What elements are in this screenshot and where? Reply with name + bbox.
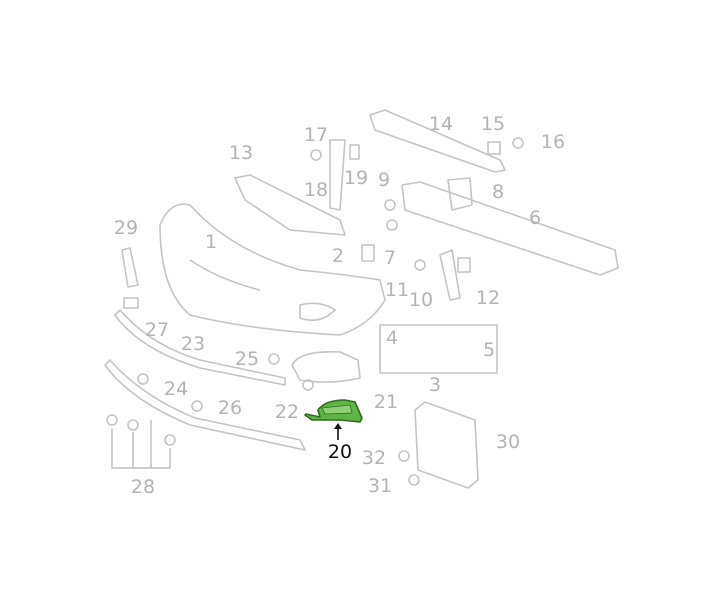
part-28-fastener-c[interactable]: [164, 434, 176, 446]
label-1: 1: [205, 231, 217, 253]
label-13: 13: [229, 142, 253, 164]
part-10-bracket[interactable]: [439, 249, 461, 301]
part-28-fastener-a[interactable]: [106, 414, 118, 426]
part-22-fastener[interactable]: [302, 379, 314, 391]
label-7: 7: [384, 247, 396, 269]
part-27-clip[interactable]: [123, 297, 139, 309]
label-2: 2: [332, 245, 344, 267]
label-23: 23: [181, 333, 205, 355]
label-5: 5: [483, 339, 495, 361]
label-26: 26: [218, 397, 242, 419]
label-16: 16: [541, 131, 565, 153]
label-15: 15: [481, 113, 505, 135]
label-4: 4: [386, 327, 398, 349]
label-20: 20: [328, 441, 352, 463]
label-14: 14: [429, 113, 453, 135]
label-24: 24: [164, 378, 188, 400]
label-29: 29: [114, 217, 138, 239]
part-17-bracket[interactable]: [329, 139, 346, 211]
part-11-fastener[interactable]: [414, 259, 426, 271]
label-28: 28: [131, 476, 155, 498]
part-13-bracket[interactable]: [234, 174, 346, 236]
part-29-trim[interactable]: [121, 247, 139, 288]
label-31: 31: [368, 475, 392, 497]
part-12-clip[interactable]: [457, 257, 471, 273]
part-24-fastener[interactable]: [137, 373, 149, 385]
part-18-fastener[interactable]: [310, 149, 322, 161]
part-9-fastener[interactable]: [384, 199, 396, 211]
part-21-fog-bezel[interactable]: [291, 350, 361, 383]
part-19-clip[interactable]: [349, 144, 360, 160]
part-6-impact-bar[interactable]: [401, 181, 619, 276]
label-21: 21: [374, 391, 398, 413]
part-3-kit-box[interactable]: [379, 324, 498, 374]
label-22: 22: [275, 401, 299, 423]
label-12: 12: [476, 287, 500, 309]
part-28-fastener-b[interactable]: [127, 419, 139, 431]
part-26-fastener[interactable]: [191, 400, 203, 412]
label-8: 8: [492, 181, 504, 203]
part-1-bumper-fascia[interactable]: [159, 203, 386, 336]
part-2-clip[interactable]: [361, 244, 375, 262]
part-23-molding[interactable]: [114, 309, 286, 386]
label-18: 18: [304, 179, 328, 201]
label-9: 9: [378, 169, 390, 191]
part-32-fastener[interactable]: [398, 450, 410, 462]
label-27: 27: [145, 319, 169, 341]
label-19: 19: [344, 167, 368, 189]
part-25-fastener[interactable]: [268, 353, 280, 365]
label-11: 11: [385, 279, 409, 301]
part-7-fastener[interactable]: [386, 219, 398, 231]
part-16-bolt[interactable]: [512, 137, 524, 149]
part-14-reinforcement[interactable]: [369, 109, 506, 173]
part-15-clip[interactable]: [487, 141, 501, 155]
label-32: 32: [362, 447, 386, 469]
label-3: 3: [429, 374, 441, 396]
label-30: 30: [496, 431, 520, 453]
label-6: 6: [529, 207, 541, 229]
part-31-fastener[interactable]: [408, 474, 420, 486]
part-30-license-bracket[interactable]: [414, 401, 479, 489]
part-28-deflector[interactable]: [104, 359, 306, 451]
part-8-bracket[interactable]: [447, 177, 473, 211]
label-25: 25: [235, 348, 259, 370]
label-17: 17: [304, 124, 328, 146]
label-10: 10: [409, 289, 433, 311]
